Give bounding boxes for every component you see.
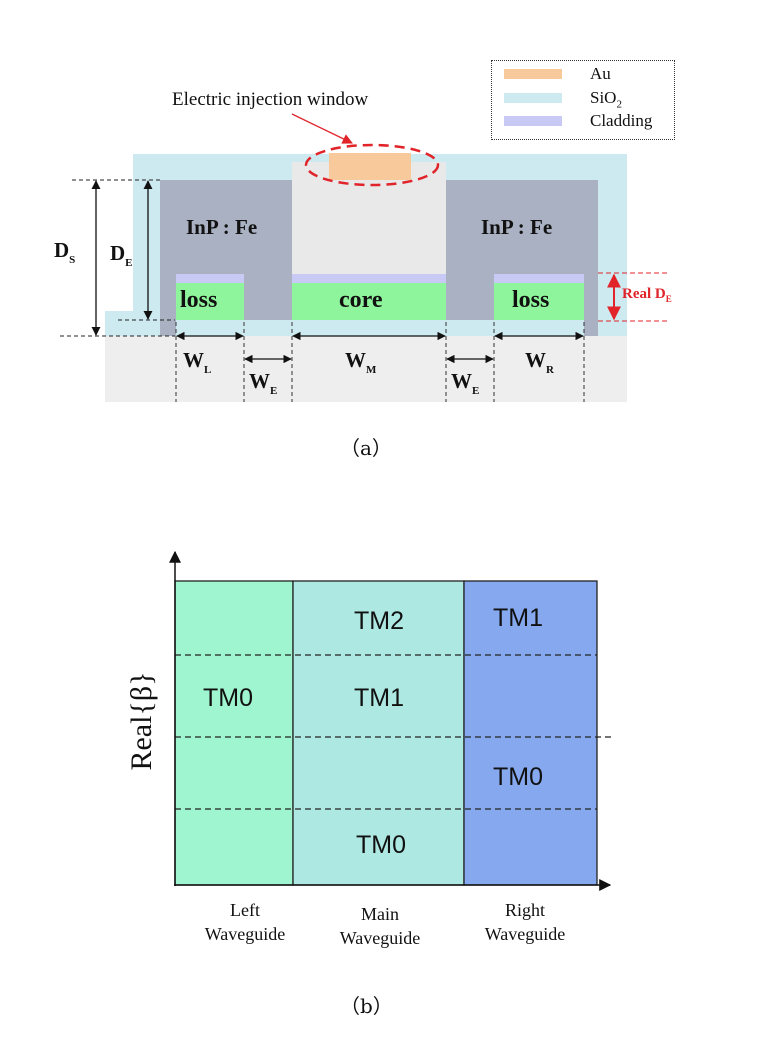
cladding-left (176, 274, 244, 283)
mode-right-tm0: TM0 (493, 763, 543, 791)
loss-left (176, 283, 244, 320)
y-axis-label: Real{β} (125, 671, 158, 771)
legend-swatch-au (504, 69, 562, 79)
substrate (105, 336, 627, 402)
de-label: DE (110, 241, 133, 269)
loss-right-label: loss (512, 287, 550, 313)
mode-left-tm0: TM0 (203, 684, 253, 712)
cladding-right (494, 274, 584, 283)
main-waveguide-column (292, 580, 465, 886)
legend-swatch-sio2 (504, 93, 562, 103)
cladding-center (292, 274, 446, 283)
caption-a: （a） (340, 436, 392, 460)
inp-fe-right (446, 180, 598, 274)
material-label-right: InP : Fe (481, 215, 553, 239)
cross-section-diagram (60, 113, 668, 402)
right-waveguide-column (463, 580, 598, 886)
legend: Au SiO2 Cladding (491, 60, 675, 140)
loss-left-label: loss (180, 287, 218, 313)
mode-diagram (169, 550, 612, 891)
mode-main-tm1: TM1 (354, 684, 404, 712)
injection-window-label: Electric injection window (172, 89, 369, 110)
caption-b: （b） (340, 994, 393, 1018)
material-label-left: InP : Fe (186, 215, 258, 239)
au-contact (329, 153, 411, 180)
mode-main-tm0: TM0 (356, 831, 406, 859)
wl-label: WL (183, 348, 212, 376)
we-right-label: WE (451, 369, 480, 397)
mode-main-tm2: TM2 (354, 607, 404, 635)
we-left-label: WE (249, 369, 278, 397)
core-label: core (339, 287, 383, 313)
core (292, 283, 446, 320)
mode-right-tm1: TM1 (493, 604, 543, 632)
injection-window-ellipse (304, 143, 440, 187)
left-waveguide-column (174, 580, 294, 886)
wr-label: WR (525, 348, 554, 376)
loss-right (494, 283, 584, 320)
ds-label: DS (54, 238, 76, 266)
legend-swatch-cladding (504, 116, 562, 126)
y-axis-label-wrap: Real{β} (112, 662, 172, 782)
real-de-label: Real DE (622, 286, 672, 304)
legend-label-sio2: SiO2 (590, 88, 622, 111)
injection-pointer (291, 113, 353, 144)
legend-label-cladding: Cladding (590, 111, 653, 130)
legend-label-au: Au (590, 64, 611, 83)
inp-fe-left (160, 180, 292, 274)
wm-label: WM (345, 348, 377, 376)
